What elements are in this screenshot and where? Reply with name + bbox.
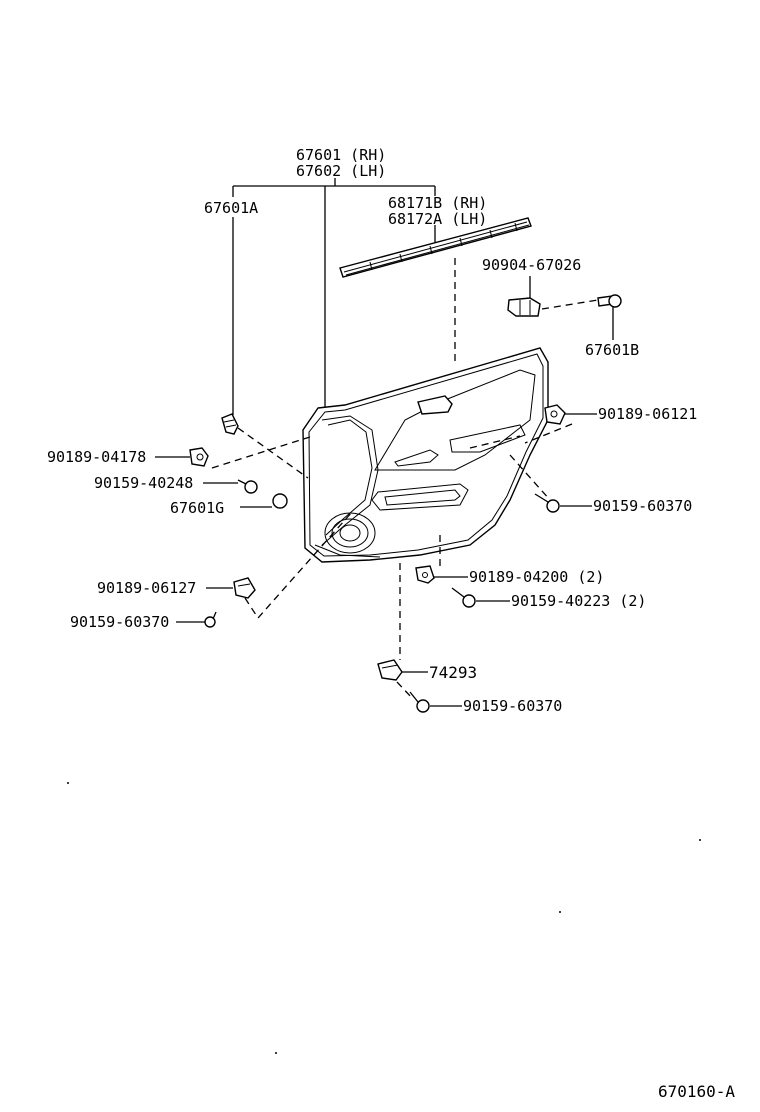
label-screw-90159-60370-bottom: 90159-60370 — [463, 697, 562, 715]
scan-specks — [67, 782, 701, 1054]
dash-90189-06121 — [509, 423, 573, 501]
label-weatherstrip-rh: 68171B (RH) — [388, 194, 487, 212]
cover-74293-part — [377, 659, 403, 681]
clip-90189-06121-part — [544, 404, 566, 425]
door-trim-board-part — [302, 347, 549, 563]
clip-90189-06127-part — [233, 577, 256, 599]
label-trim-board-rh: 67601 (RH) — [296, 146, 386, 164]
label-clip-67601a: 67601A — [204, 199, 258, 217]
screw-90159-40223-part — [451, 587, 476, 608]
clip-67601b-part — [507, 297, 541, 317]
trim-board-callout — [232, 178, 436, 415]
screw-90159-60370-right-part — [534, 493, 560, 513]
screw-90904-part — [597, 294, 622, 308]
dash-screw-bottom — [396, 681, 413, 699]
screw-90159-60370-left-part — [204, 611, 217, 628]
screw-90159-40248-part — [237, 479, 258, 494]
label-screw-90159-60370-left: 90159-60370 — [70, 613, 169, 631]
label-cover-74293: 74293 — [429, 663, 477, 682]
dash-67601a — [237, 427, 309, 479]
label-clip-90189-06127: 90189-06127 — [97, 579, 196, 597]
label-trim-board-lh: 67602 (LH) — [296, 162, 386, 180]
dash-90189-04178 — [211, 436, 311, 469]
label-clip-67601b: 67601B — [585, 341, 639, 359]
label-screw-90159-60370-right: 90159-60370 — [593, 497, 692, 515]
clip-67601a-part — [221, 413, 239, 435]
label-clip-90189-06121: 90189-06121 — [598, 405, 697, 423]
clip-67601g-part — [272, 493, 288, 509]
label-screw-90159-40248: 90159-40248 — [94, 474, 193, 492]
screw-90159-60370-bottom-part — [409, 691, 430, 713]
drawing-number: 670160-A — [658, 1082, 735, 1101]
label-screw-90904-67026: 90904-67026 — [482, 256, 581, 274]
dash-67601b — [541, 299, 599, 310]
label-screw-90159-40223: 90159-40223 (2) — [511, 592, 646, 610]
label-clip-90189-04200: 90189-04200 (2) — [469, 568, 604, 586]
label-clip-90189-04178: 90189-04178 — [47, 448, 146, 466]
clip-90189-04200-part — [415, 565, 435, 584]
label-weatherstrip-lh: 68172A (LH) — [388, 210, 487, 228]
clip-90189-04178-part — [189, 447, 209, 467]
label-clip-67601g: 67601G — [170, 499, 224, 517]
weatherstrip-part — [339, 217, 532, 278]
